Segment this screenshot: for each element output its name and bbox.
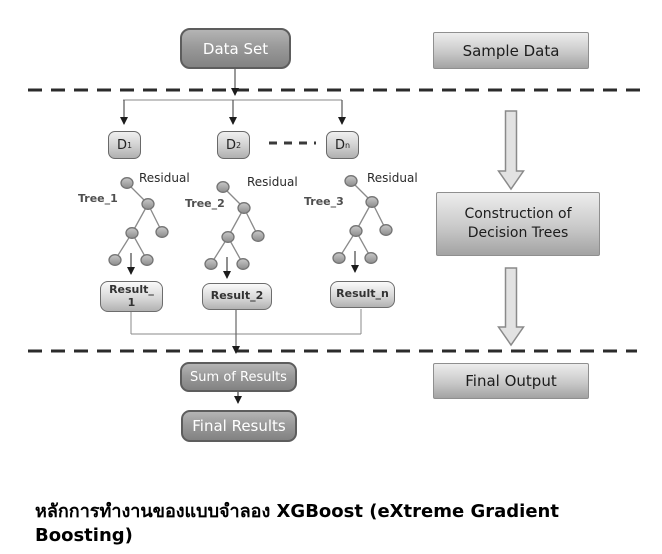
tree-1-tag: Tree_1 (78, 192, 118, 205)
sample-data-label: Sample Data (462, 41, 560, 60)
sample-data-box: Sample Data (433, 32, 589, 69)
result-1-box: Result_ 1 (100, 281, 163, 312)
final-output-box: Final Output (433, 363, 589, 399)
tree-2 (204, 181, 265, 279)
d1-label: D (116, 137, 127, 153)
result-1-label: Result_ 1 (109, 282, 154, 309)
sum-of-results-label: Sum of Results (190, 369, 287, 385)
data-set-box: Data Set (180, 28, 291, 69)
residual-label-1: Residual (139, 171, 190, 185)
dn-label: D (334, 137, 345, 153)
tree-1 (108, 177, 169, 275)
result-n-box: Result_n (330, 281, 395, 308)
d2-label: D (225, 137, 236, 153)
diagram-caption: หลักการทำงานของแบบจำลอง XGBoost (eXtreme… (35, 501, 559, 546)
final-results-label: Final Results (192, 417, 286, 435)
tree-3-tag: Tree_3 (304, 195, 344, 208)
construction-label: Construction of Decision Trees (464, 206, 572, 241)
construction-box: Construction of Decision Trees (436, 192, 600, 256)
residual-label-3: Residual (367, 171, 418, 185)
block-arrow-construction-to-output (497, 267, 525, 347)
block-arrow-sample-to-construction (497, 110, 525, 191)
residual-label-2: Residual (247, 175, 298, 189)
tree-3 (332, 175, 393, 273)
d1-subscript: 1 (126, 140, 133, 150)
result-2-label: Result_2 (210, 289, 264, 303)
dn-subscript: n (344, 140, 351, 150)
result-n-label: Result_n (336, 287, 389, 301)
final-output-label: Final Output (465, 372, 557, 390)
result-2-box: Result_2 (202, 283, 272, 310)
data-set-label: Data Set (202, 39, 269, 58)
sum-of-results-box: Sum of Results (180, 362, 297, 392)
tree-2-tag: Tree_2 (185, 197, 225, 210)
final-results-box: Final Results (181, 410, 297, 442)
d2-subscript: 2 (235, 140, 242, 150)
